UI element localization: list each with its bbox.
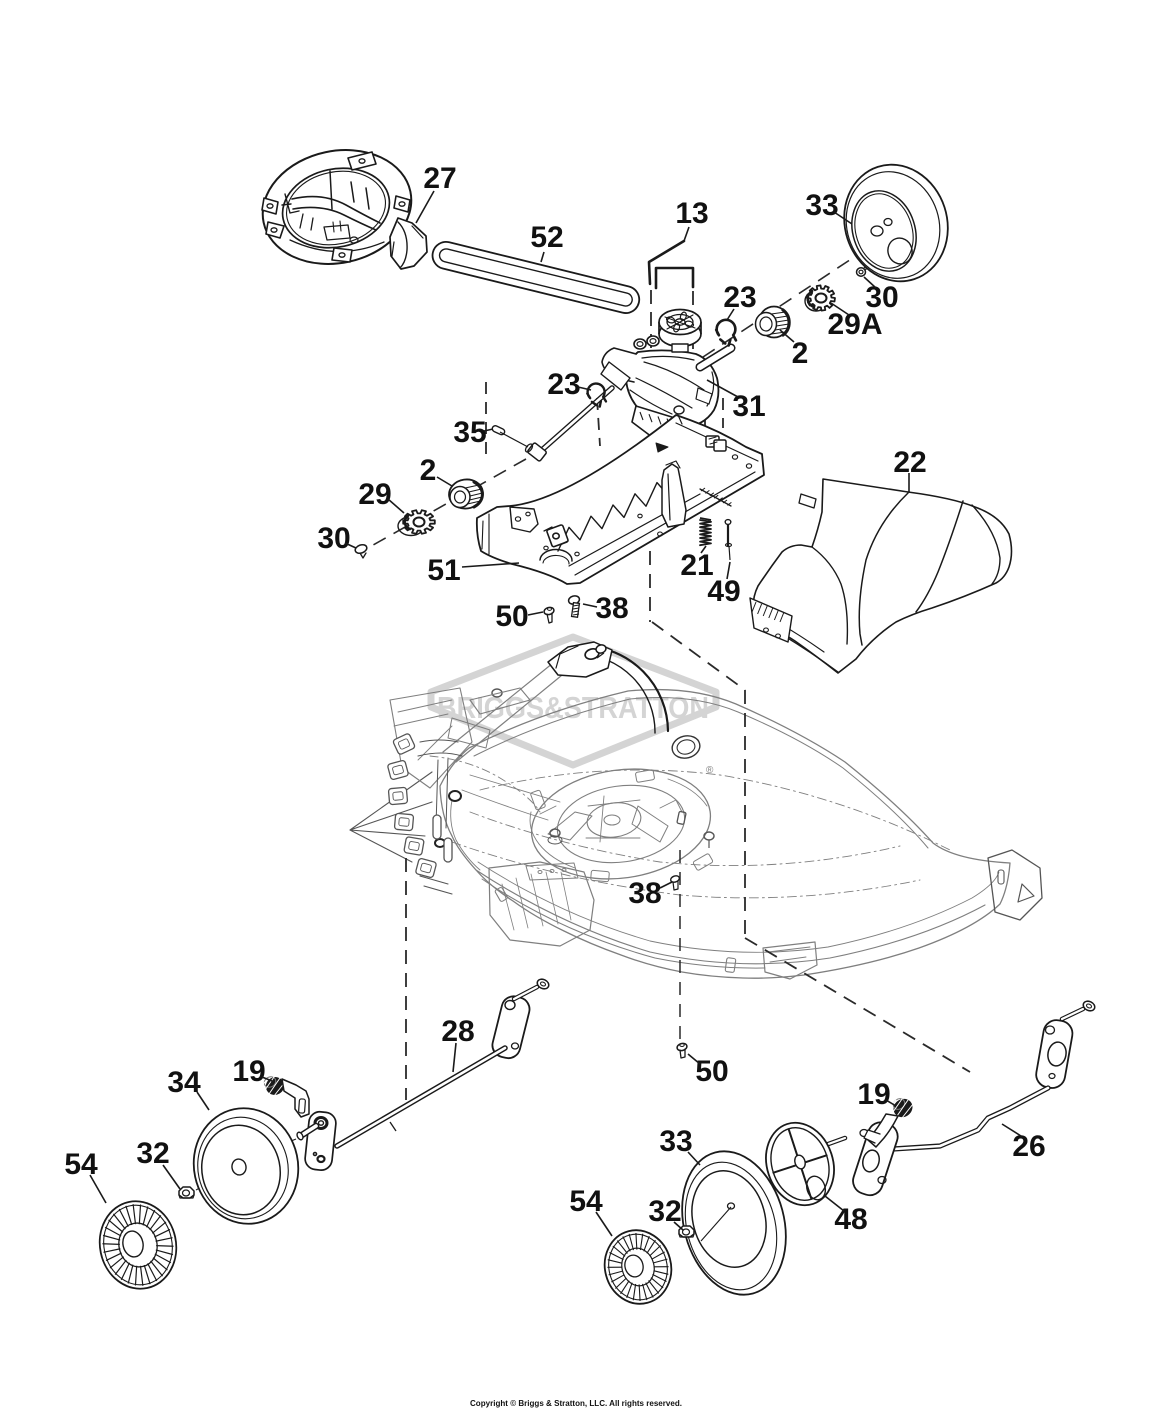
svg-text:Copyright © Briggs & Stratton,: Copyright © Briggs & Stratton, LLC. All … — [470, 1398, 682, 1408]
svg-text:51: 51 — [427, 554, 460, 587]
svg-text:50: 50 — [695, 1055, 728, 1088]
svg-text:2: 2 — [420, 454, 437, 487]
svg-text:®: ® — [706, 765, 714, 776]
svg-text:32: 32 — [648, 1195, 681, 1228]
svg-text:27: 27 — [423, 162, 456, 195]
svg-text:13: 13 — [675, 197, 708, 230]
svg-text:31: 31 — [732, 390, 765, 423]
svg-text:22: 22 — [893, 446, 926, 479]
svg-text:54: 54 — [64, 1148, 98, 1181]
svg-text:29A: 29A — [827, 308, 882, 341]
svg-text:23: 23 — [547, 368, 580, 401]
svg-text:50: 50 — [495, 600, 528, 633]
svg-text:33: 33 — [805, 189, 838, 222]
svg-text:34: 34 — [167, 1066, 201, 1099]
svg-text:33: 33 — [659, 1125, 692, 1158]
svg-text:52: 52 — [530, 221, 563, 254]
svg-text:54: 54 — [569, 1185, 603, 1218]
svg-text:21: 21 — [680, 549, 713, 582]
svg-text:19: 19 — [857, 1078, 890, 1111]
svg-text:26: 26 — [1012, 1130, 1045, 1163]
svg-text:30: 30 — [317, 522, 350, 555]
svg-text:2: 2 — [792, 337, 809, 370]
svg-text:30: 30 — [865, 281, 898, 314]
svg-text:32: 32 — [136, 1137, 169, 1170]
svg-text:35: 35 — [453, 416, 486, 449]
svg-text:38: 38 — [595, 592, 628, 625]
svg-text:49: 49 — [707, 575, 740, 608]
svg-text:23: 23 — [723, 281, 756, 314]
svg-text:29: 29 — [358, 478, 391, 511]
svg-text:19: 19 — [232, 1055, 265, 1088]
svg-text:38: 38 — [628, 877, 661, 910]
svg-text:28: 28 — [441, 1015, 474, 1048]
